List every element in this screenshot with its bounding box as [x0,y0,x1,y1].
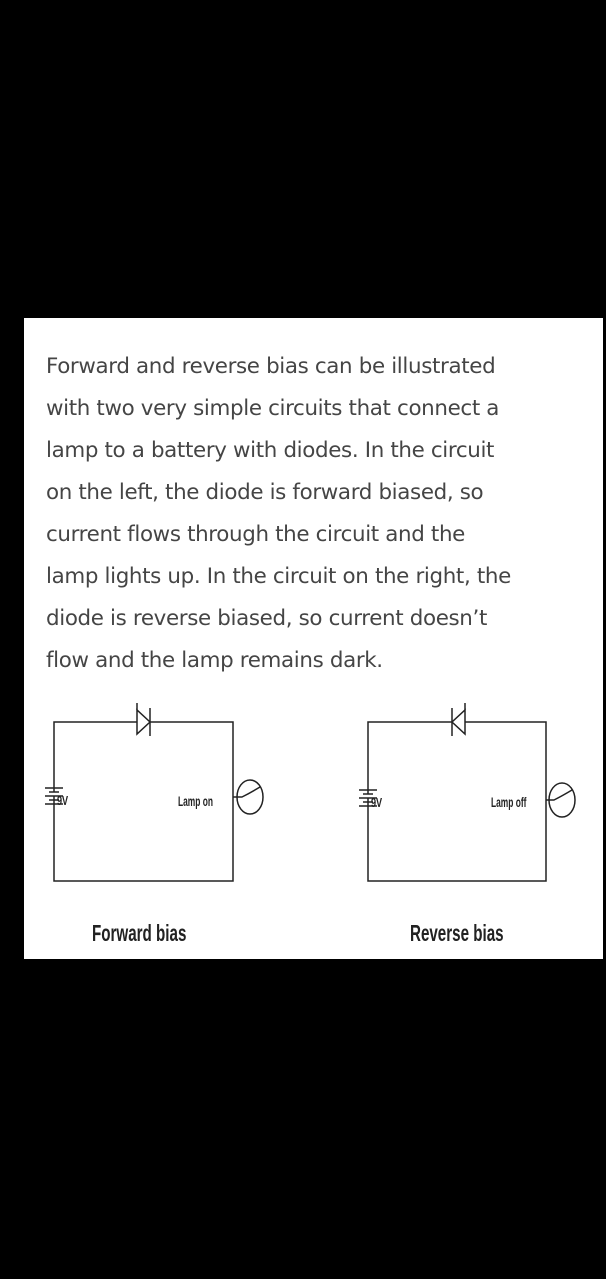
lamp-on-icon [233,779,264,815]
battery-icon [44,787,64,805]
explanation-paragraph: Forward and reverse bias can be illustra… [46,346,591,682]
paragraph-line: diode is reverse biased, so current does… [46,606,488,631]
left-lamp-label: Lamp on [178,795,213,810]
right-lamp-label: Lamp off [491,796,527,811]
battery-icon [358,789,378,807]
circuit-wire [367,721,547,882]
reverse-bias-circuit [358,703,576,882]
content-card: Forward and reverse bias can be illustra… [24,318,603,959]
paragraph-line: lamp lights up. In the circuit on the ri… [46,564,511,589]
paragraph-line: on the left, the diode is forward biased… [46,480,484,505]
forward-bias-circuit [44,703,264,882]
paragraph-line: lamp to a battery with diodes. In the ci… [46,438,495,463]
forward-diode-icon [133,703,152,736]
right-caption: Reverse bias [410,921,504,947]
reverse-diode-icon [448,703,468,736]
paragraph-line: Forward and reverse bias can be illustra… [46,354,496,379]
right-battery-label: 9V [371,797,383,811]
circuit-wire [53,721,234,882]
paragraph-line: flow and the lamp remains dark. [46,648,383,673]
bias-circuits-diagram: 9V Lamp on Forward bias 9V Lamp off Reve… [44,703,576,947]
left-battery-label: 9V [57,795,69,809]
paragraph-line: current flows through the circuit and th… [46,522,465,547]
paragraph-line: with two very simple circuits that conne… [46,396,500,421]
left-caption: Forward bias [92,921,187,947]
lamp-off-icon [546,782,576,818]
